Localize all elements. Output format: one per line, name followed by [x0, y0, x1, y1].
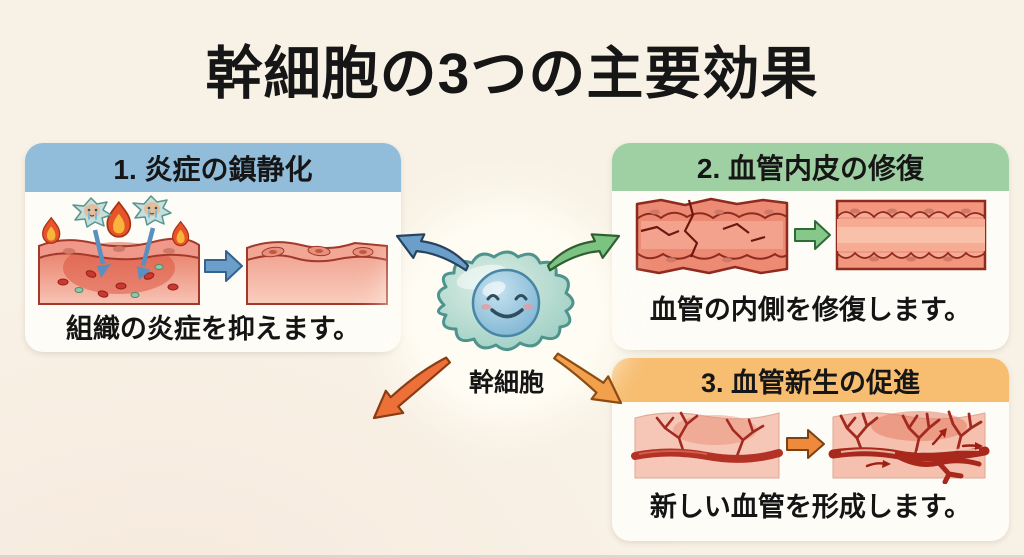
flame-icon	[42, 200, 190, 247]
panel-endothelium-caption: 血管の内側を修復します。	[649, 295, 972, 325]
panel-endothelium-heading: 2. 血管内皮の修復	[696, 153, 925, 184]
stem-cell-icon	[437, 250, 575, 351]
panel-inflammation-heading: 1. 炎症の鎮静化	[113, 153, 313, 185]
before-after-arrow-orange-icon	[785, 429, 825, 459]
crying-cell-icon	[72, 195, 172, 228]
cell-to-tissue-arrow-icon	[92, 227, 156, 280]
panel-endothelium-header: 2. 血管内皮の修復	[612, 143, 1009, 191]
stem-cell-label: 幹細胞	[468, 369, 544, 397]
blood-flow-arrow-icon	[865, 428, 983, 468]
before-after-arrow-green-icon	[793, 220, 831, 250]
panel-angiogenesis-heading: 3. 血管新生の促進	[700, 367, 921, 398]
panel-angiogenesis: 3. 血管新生の促進	[612, 358, 1009, 541]
panel-endothelium: 2. 血管内皮の修復	[612, 143, 1009, 350]
vessel-crack-icon	[640, 199, 765, 258]
vessel-repair-illustration	[635, 197, 986, 275]
stem-cell-face	[481, 294, 533, 319]
panel-inflammation-caption: 組織の炎症を抑えます。	[65, 314, 361, 344]
angiogenesis-illustration	[630, 410, 989, 484]
before-after-arrow-blue-icon	[204, 250, 243, 282]
inflammation-before-after-illustration	[38, 195, 388, 305]
inflammatory-cells-dots	[57, 264, 179, 298]
sparse-vessels-icon	[630, 411, 783, 479]
damaged-vessel-icon	[635, 197, 788, 275]
panel-angiogenesis-caption: 新しい血管を形成します。	[649, 492, 972, 522]
new-vessels-icon	[828, 410, 989, 484]
bottom-edge-line	[0, 555, 1024, 558]
calm-tissue-icon	[246, 241, 388, 305]
inflamed-tissue-icon	[38, 195, 200, 305]
page-title: 幹細胞の3つの主要効果	[205, 42, 819, 106]
panel-angiogenesis-header: 3. 血管新生の促進	[612, 358, 1009, 402]
panel-inflammation-header: 1. 炎症の鎮静化	[25, 143, 401, 192]
panel-inflammation: 1. 炎症の鎮静化	[25, 143, 401, 352]
repaired-vessel-icon	[835, 199, 986, 271]
